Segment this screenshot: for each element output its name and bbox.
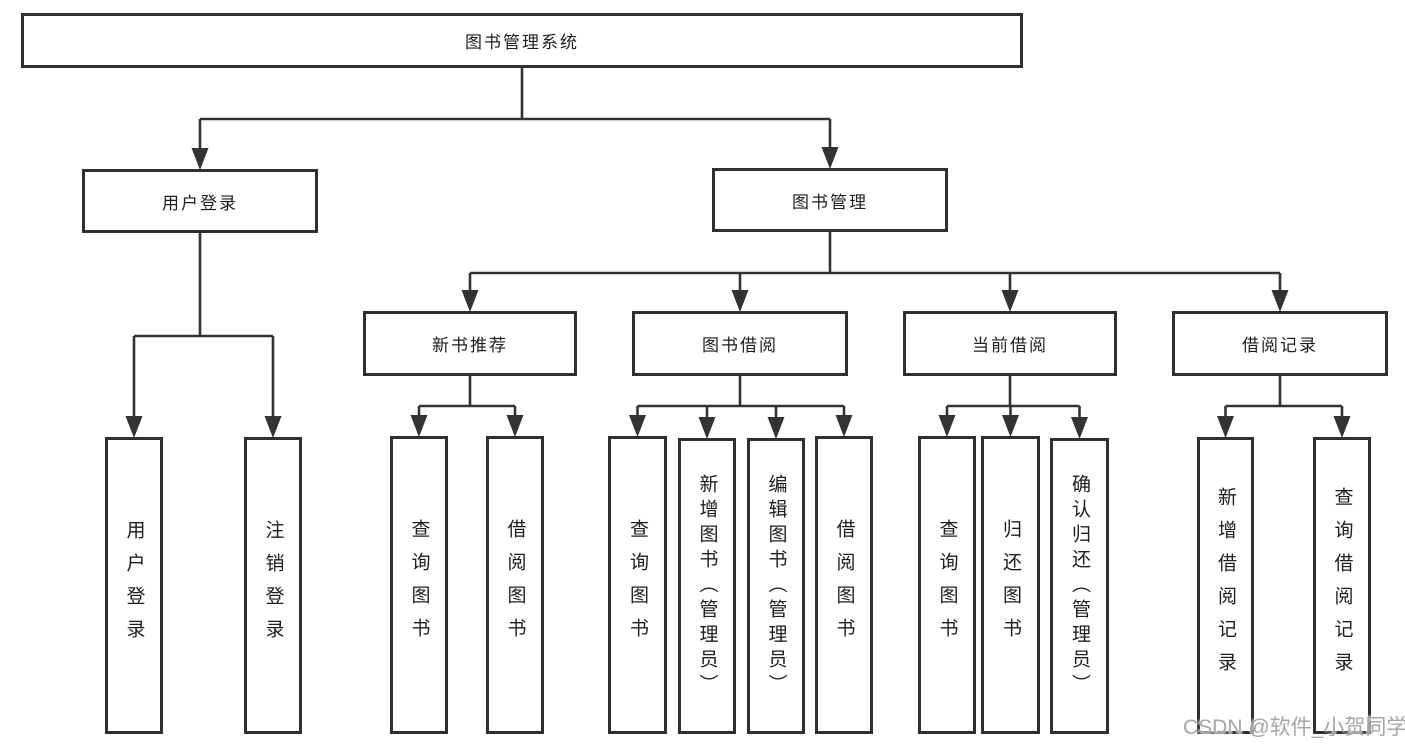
node-label-b-borrow: 借阅图书 xyxy=(833,519,855,651)
arrowhead-icon xyxy=(835,415,853,437)
node-label-r-query: 查询借阅记录 xyxy=(1331,486,1353,685)
arrowhead-icon xyxy=(767,417,785,439)
node-label-b-add: 新增图书（管理员） xyxy=(696,473,718,699)
node-login: 用户登录 xyxy=(82,169,318,233)
arrowhead-icon xyxy=(731,290,749,312)
arrowhead-icon xyxy=(410,415,428,437)
node-nb-borrow: 借阅图书 xyxy=(486,436,544,734)
node-b-edit: 编辑图书（管理员） xyxy=(747,438,805,734)
node-label-root: 图书管理系统 xyxy=(465,33,579,52)
node-r-add: 新增借阅记录 xyxy=(1197,437,1254,734)
arrowhead-icon xyxy=(698,417,716,439)
node-label-c-return: 归还图书 xyxy=(1000,519,1021,651)
node-label-login: 用户登录 xyxy=(162,193,238,213)
arrowhead-icon xyxy=(461,290,479,312)
node-login-logout: 注销登录 xyxy=(244,437,302,734)
node-c-return: 归还图书 xyxy=(981,436,1040,734)
arrowhead-icon xyxy=(1001,290,1019,312)
watermark: CSDN @软件_小贺同学 xyxy=(1183,716,1405,739)
arrowhead-icon xyxy=(1217,416,1234,438)
arrowhead-icon xyxy=(125,416,143,438)
node-b-query: 查询图书 xyxy=(608,436,667,734)
node-borrow: 图书借阅 xyxy=(632,311,848,376)
node-root: 图书管理系统 xyxy=(21,13,1023,68)
arrowhead-icon xyxy=(264,416,282,438)
arrowhead-icon xyxy=(191,148,209,170)
arrowhead-icon xyxy=(629,415,646,437)
arrowhead-icon xyxy=(1271,290,1289,312)
arrowhead-icon xyxy=(506,415,524,437)
node-nb-query: 查询图书 xyxy=(390,436,448,734)
node-label-b-edit: 编辑图书（管理员） xyxy=(765,473,787,699)
arrowhead-icon xyxy=(1333,416,1351,438)
node-label-login-logout: 注销登录 xyxy=(262,519,284,652)
node-label-mgmt: 图书管理 xyxy=(792,192,868,212)
node-login-user: 用户登录 xyxy=(105,437,163,734)
node-b-borrow: 借阅图书 xyxy=(815,436,873,734)
node-r-query: 查询借阅记录 xyxy=(1313,437,1371,734)
node-label-nb-query: 查询图书 xyxy=(408,519,430,651)
arrowhead-icon xyxy=(938,415,956,437)
node-label-c-confirm: 确认归还（管理员） xyxy=(1069,473,1090,699)
node-label-current: 当前借阅 xyxy=(972,336,1048,355)
node-c-query: 查询图书 xyxy=(918,436,976,734)
arrowhead-icon xyxy=(1002,415,1019,437)
node-c-confirm: 确认归还（管理员） xyxy=(1050,438,1109,734)
node-label-login-user: 用户登录 xyxy=(123,519,145,652)
node-label-nb-borrow: 借阅图书 xyxy=(504,519,526,651)
node-label-borrow: 图书借阅 xyxy=(702,336,778,355)
node-label-c-query: 查询图书 xyxy=(936,519,958,651)
arrowhead-icon xyxy=(1071,417,1088,439)
node-mgmt: 图书管理 xyxy=(712,168,948,232)
node-label-r-add: 新增借阅记录 xyxy=(1215,486,1236,685)
node-current: 当前借阅 xyxy=(903,311,1117,376)
node-label-records: 借阅记录 xyxy=(1242,336,1318,355)
arrowhead-icon xyxy=(821,147,839,169)
node-records: 借阅记录 xyxy=(1172,311,1388,376)
node-b-add: 新增图书（管理员） xyxy=(678,438,736,734)
node-label-b-query: 查询图书 xyxy=(627,519,648,651)
node-label-new-books: 新书推荐 xyxy=(432,336,508,355)
node-new-books: 新书推荐 xyxy=(363,311,577,376)
